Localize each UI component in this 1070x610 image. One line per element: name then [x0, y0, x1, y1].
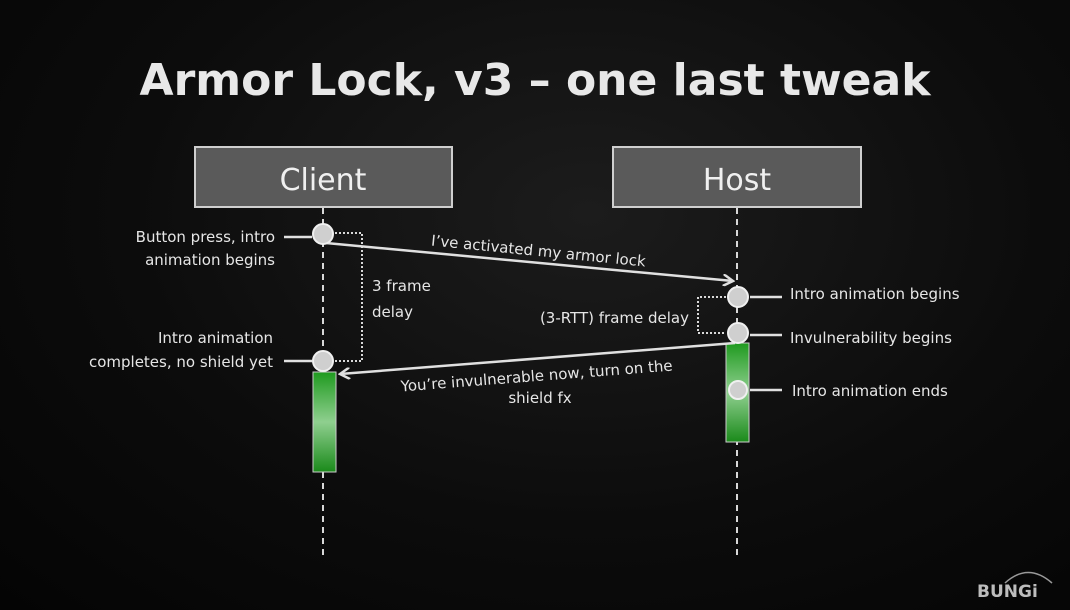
client-shield-bar [312, 371, 337, 473]
note-rtt-delay: (3-RTT) frame delay [540, 309, 689, 327]
note-intro-ends: Intro animation ends [792, 382, 948, 400]
client-delay-bracket [335, 232, 363, 362]
note-invulnerability-begins: Invulnerability begins [790, 329, 952, 347]
client-box [194, 146, 453, 208]
svg-text:BUNGi: BUNGi [977, 582, 1038, 602]
slide-title: Armor Lock, v3 – one last tweak [140, 55, 933, 106]
host-label: Host [703, 163, 772, 198]
host-event-node [727, 286, 749, 308]
message-to-host-label: I’ve activated my armor lock [430, 232, 646, 271]
note-3-frame-delay: 3 frame [372, 277, 431, 295]
note-intro-complete: Intro animation [158, 329, 273, 347]
note-intro-complete-2: completes, no shield yet [89, 353, 273, 371]
bungie-logo: BUNGi [977, 571, 1053, 602]
note-host-intro-begins: Intro animation begins [790, 285, 960, 303]
host-box [612, 146, 862, 208]
note-button-press: Button press, intro [136, 228, 275, 246]
host-event-node [727, 322, 749, 344]
host-delay-bracket [697, 296, 726, 334]
message-to-client-label-2: shield fx [508, 389, 571, 407]
note-button-press-2: animation begins [145, 251, 275, 269]
note-3-frame-delay-2: delay [372, 303, 413, 321]
message-arrow-to-host [325, 241, 733, 281]
host-event-node [728, 380, 748, 400]
client-event-node [312, 223, 334, 245]
client-event-node [312, 350, 334, 372]
client-label: Client [280, 163, 367, 198]
message-arrow-to-client [340, 341, 736, 374]
